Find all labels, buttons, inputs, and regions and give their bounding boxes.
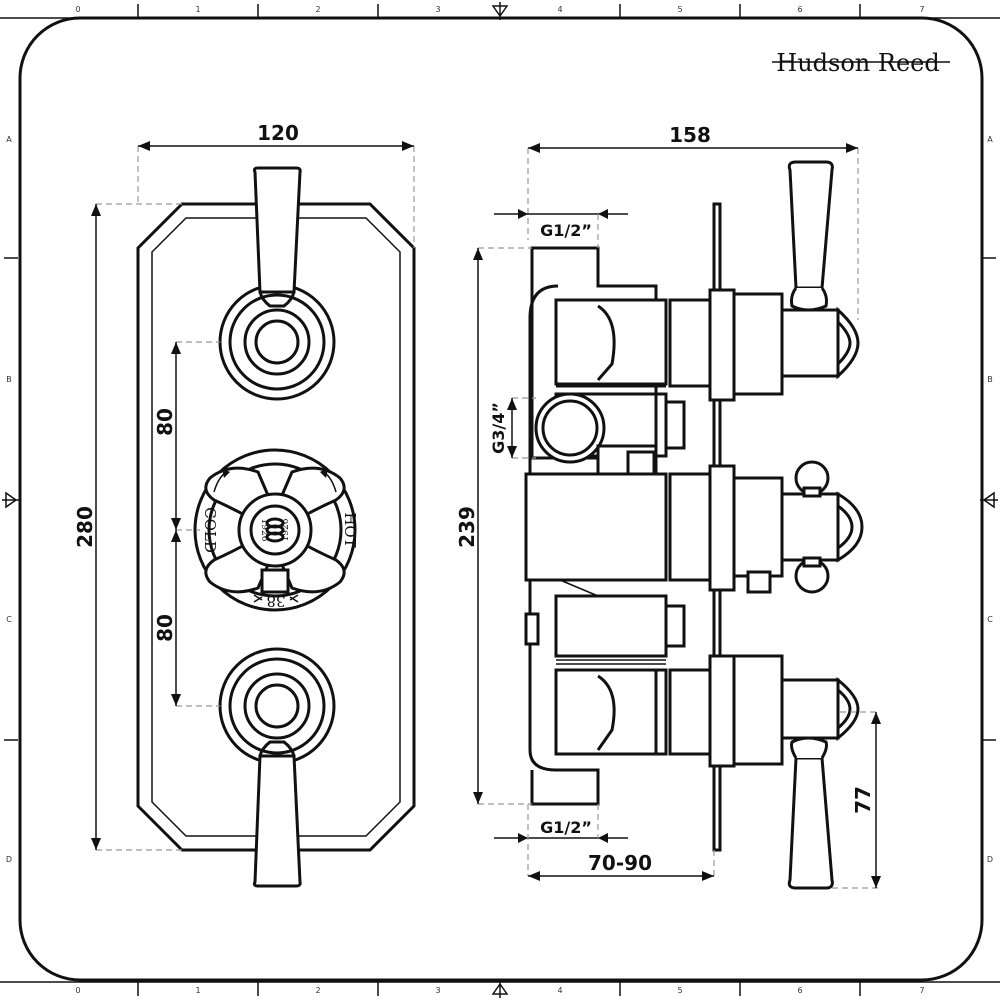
dim-front-height: 280 (73, 506, 97, 548)
arrow-icon (320, 468, 328, 478)
top-lever-side (732, 160, 860, 396)
dim-spacing-lower: 80 (153, 614, 177, 642)
dim-thread-top: G1/2” (540, 221, 592, 240)
side-view: 158 G1/2” 239 G3/4” G1/2” 70-90 (455, 123, 881, 890)
col-label-bottom: 6 (797, 986, 802, 995)
col-label-top: 4 (557, 5, 562, 14)
dim-side-depth: 158 (669, 123, 711, 147)
bottom-lever-side (732, 654, 860, 890)
dim-handle-offset: 77 (851, 786, 875, 814)
dim-arrows-icon (507, 398, 517, 458)
dim-wall-depth: 70-90 (588, 851, 652, 875)
row-label-right: D (987, 855, 993, 864)
row-label-right: B (987, 375, 993, 384)
dim-thread-bottom: G1/2” (540, 818, 592, 837)
centre-mark-right-icon (980, 491, 998, 509)
row-label-left: C (6, 615, 12, 624)
col-label-top: 6 (797, 5, 802, 14)
cold-label: COLD (201, 507, 219, 553)
ring-mark-right: 1926 (281, 518, 291, 541)
middle-body (524, 472, 668, 582)
dim-side-height: 239 (455, 506, 479, 548)
centre-mark-top-icon (491, 2, 509, 20)
lever-handle-top (252, 166, 302, 294)
top-flow-control (218, 166, 336, 401)
row-label-left: A (6, 135, 12, 144)
col-label-top: 5 (677, 5, 682, 14)
grid-labels: 0 1 2 3 4 5 6 7 0 1 2 3 4 5 6 7 A B C D … (6, 5, 993, 995)
front-plate (136, 202, 416, 852)
dim-arrows-icon (171, 342, 181, 706)
col-label-top: 7 (919, 5, 924, 14)
brand-logo: Hudson Reed (772, 49, 950, 77)
front-view: COLD HOT 1926 1926 38 120 280 80 80 (73, 121, 416, 888)
bottom-flow-control (218, 647, 336, 888)
front-plate-inner-edge (151, 217, 401, 837)
centre-mark-left-icon (2, 491, 20, 509)
row-label-right: C (987, 615, 993, 624)
col-label-bottom: 1 (195, 986, 200, 995)
col-label-bottom: 4 (557, 986, 562, 995)
col-label-bottom: 7 (919, 986, 924, 995)
lever-handle-side-bottom (787, 756, 834, 890)
temperature-label: 38 (266, 592, 285, 610)
g34-inlet (534, 392, 606, 464)
dim-front-width: 120 (257, 121, 299, 145)
lever-handle-side-top (787, 160, 834, 290)
col-label-bottom: 3 (435, 986, 440, 995)
col-label-bottom: 0 (75, 986, 80, 995)
col-label-top: 2 (315, 5, 320, 14)
arrow-icon (222, 468, 230, 478)
dim-spacing-upper: 80 (153, 408, 177, 436)
thermostatic-valve: COLD HOT 1926 1926 38 (193, 448, 359, 612)
col-label-top: 3 (435, 5, 440, 14)
lever-handle-bottom (252, 754, 302, 888)
row-label-right: A (987, 135, 993, 144)
row-label-left: D (6, 855, 12, 864)
dim-thread-mid: G3/4” (489, 402, 508, 454)
ring-mark-left: 1926 (259, 519, 269, 542)
row-label-left: B (6, 375, 12, 384)
middle-control-side (732, 460, 864, 594)
col-label-top: 1 (195, 5, 200, 14)
lower-body (528, 580, 600, 806)
temperature-stop (260, 568, 290, 594)
col-label-top: 0 (75, 5, 80, 14)
hot-label: HOT (341, 512, 359, 547)
col-label-bottom: 5 (677, 986, 682, 995)
col-label-bottom: 2 (315, 986, 320, 995)
centre-mark-bottom-icon (491, 980, 509, 998)
brand-name: Hudson Reed (776, 49, 939, 77)
